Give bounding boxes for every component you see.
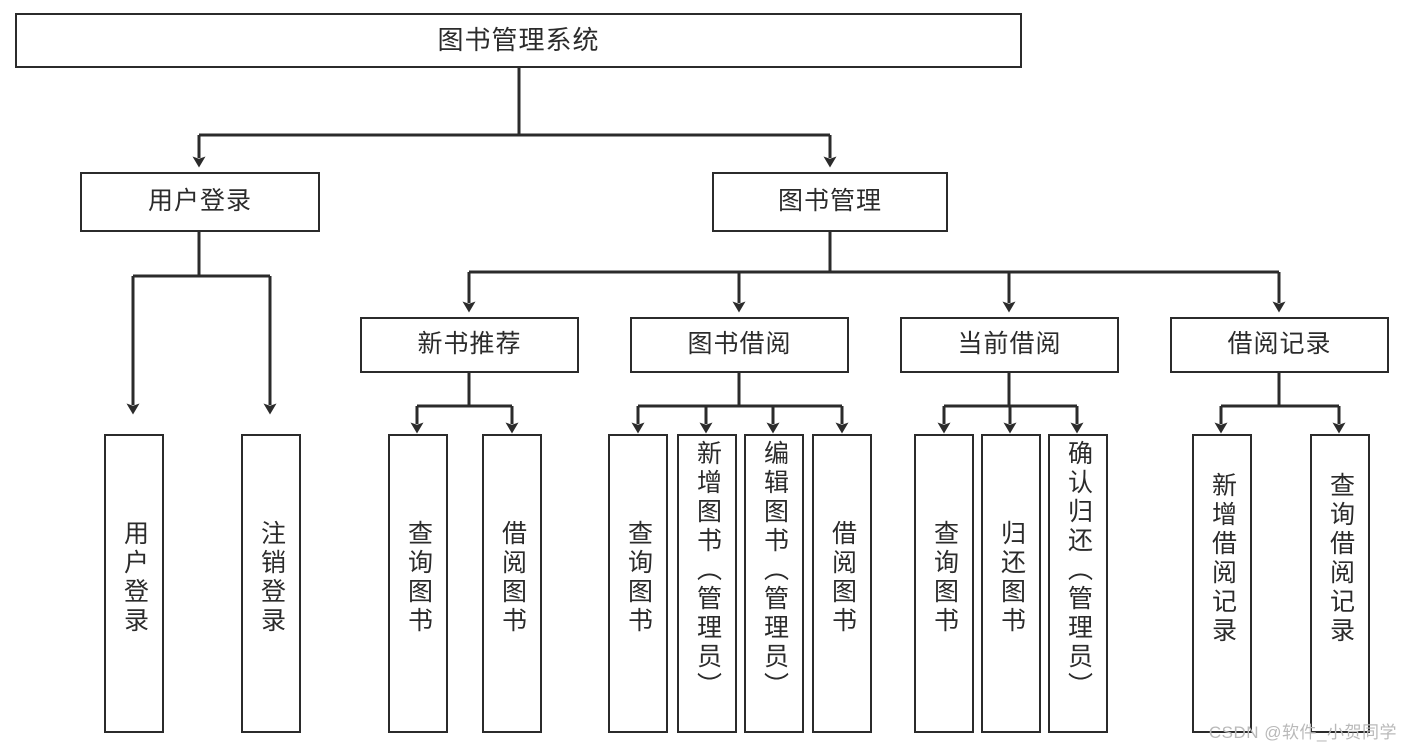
node-label: 用户登录 (147, 187, 252, 216)
leaf-query-borrow-record[interactable]: 查询借阅记录 (1310, 434, 1370, 733)
leaf-user-login[interactable]: 用户登录 (104, 434, 164, 733)
node-label: 确认归还（管理员） (1064, 440, 1093, 701)
leaf-edit-book[interactable]: 编辑图书（管理员） (744, 434, 804, 733)
node-label: 新增图书（管理员） (693, 440, 722, 701)
node-user-login[interactable]: 用户登录 (80, 172, 320, 232)
leaf-query-book-current[interactable]: 查询图书 (914, 434, 974, 733)
node-label: 查询图书 (624, 520, 653, 636)
leaf-add-borrow-record[interactable]: 新增借阅记录 (1192, 434, 1252, 733)
leaf-borrow-book-recommend[interactable]: 借阅图书 (482, 434, 542, 733)
leaf-query-book-borrow[interactable]: 查询图书 (608, 434, 668, 733)
node-label: 归还图书 (997, 520, 1026, 636)
node-label: 注销登录 (257, 520, 286, 636)
node-label: 借阅图书 (828, 520, 857, 636)
node-new-book-recommend[interactable]: 新书推荐 (360, 317, 579, 373)
leaf-borrow-book[interactable]: 借阅图书 (812, 434, 872, 733)
node-label: 新增借阅记录 (1208, 472, 1237, 646)
node-label: 新书推荐 (417, 330, 522, 359)
node-label: 查询图书 (404, 520, 433, 636)
node-borrow-record[interactable]: 借阅记录 (1170, 317, 1389, 373)
node-label: 用户登录 (120, 520, 149, 636)
node-label: 编辑图书（管理员） (760, 440, 789, 701)
node-book-borrow[interactable]: 图书借阅 (630, 317, 849, 373)
node-label: 图书管理系统 (437, 25, 600, 56)
watermark-credit: CSDN @软件_小贺同学 (1208, 723, 1397, 742)
node-label: 借阅图书 (498, 520, 527, 636)
node-current-borrow[interactable]: 当前借阅 (900, 317, 1119, 373)
leaf-query-book-recommend[interactable]: 查询图书 (388, 434, 448, 733)
node-label: 查询图书 (930, 520, 959, 636)
leaf-logout[interactable]: 注销登录 (241, 434, 301, 733)
leaf-add-book[interactable]: 新增图书（管理员） (677, 434, 737, 733)
leaf-return-book[interactable]: 归还图书 (981, 434, 1041, 733)
node-label: 借阅记录 (1227, 330, 1332, 359)
node-root-system[interactable]: 图书管理系统 (15, 13, 1022, 68)
leaf-confirm-return[interactable]: 确认归还（管理员） (1048, 434, 1108, 733)
node-label: 当前借阅 (957, 330, 1062, 359)
node-book-management[interactable]: 图书管理 (712, 172, 948, 232)
node-label: 图书管理 (777, 187, 882, 216)
node-label: 图书借阅 (687, 330, 792, 359)
node-label: 查询借阅记录 (1326, 472, 1355, 646)
